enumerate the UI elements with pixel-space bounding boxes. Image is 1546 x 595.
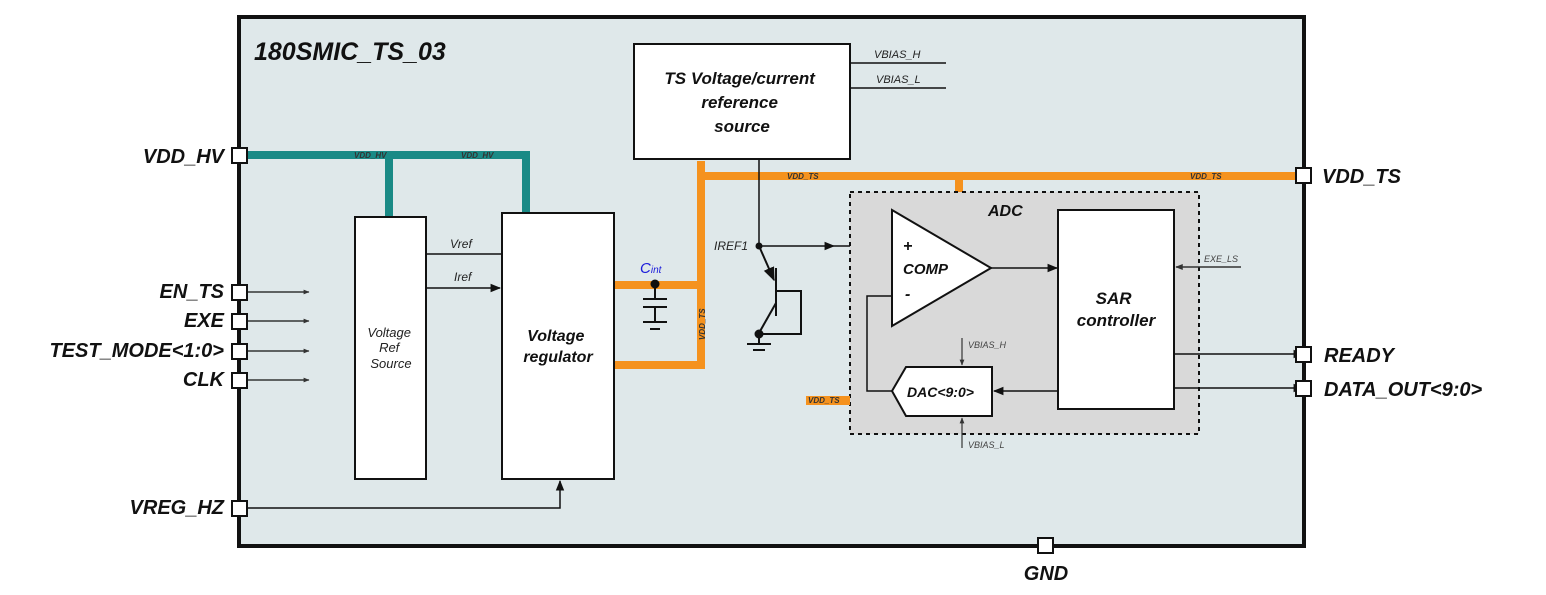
vbias-l-label: VBIAS_L: [876, 74, 921, 86]
sar-controller-label: SAR controller: [1077, 289, 1157, 330]
vbias-h-label: VBIAS_H: [874, 49, 921, 61]
vref-line-1: Voltage: [367, 325, 411, 340]
vref-label: Vref: [450, 237, 473, 251]
pin-vdd-hv[interactable]: [231, 147, 248, 164]
pin-label-clk: CLK: [183, 369, 226, 391]
sar-line-1: SAR: [1096, 289, 1133, 308]
voltage-ref-source-block: [354, 216, 427, 480]
sar-line-2: controller: [1077, 311, 1157, 330]
pin-ready[interactable]: [1295, 346, 1312, 363]
ts-reference-source-label: TS Voltage/current reference source: [664, 69, 819, 136]
vdd-ts-bus-label-2: VDD_TS: [1190, 172, 1222, 181]
pin-vreg-hz[interactable]: [231, 500, 248, 517]
pin-label-test-mode: TEST_MODE<1:0>: [49, 340, 224, 362]
cint-sub: int: [651, 265, 663, 276]
pin-gnd[interactable]: [1037, 537, 1054, 554]
comp-label: COMP: [903, 261, 949, 278]
voltage-ref-source-label: Voltage Ref Source: [367, 325, 414, 371]
dac-vbias-l-label: VBIAS_L: [968, 440, 1005, 450]
dac-to-comp-feedback-wire: [866, 295, 892, 392]
voltage-regulator-label: Voltage regulator: [523, 328, 593, 366]
pin-clk[interactable]: [231, 372, 248, 389]
bipolar-transistor-icon: [747, 245, 802, 351]
pin-vdd-ts[interactable]: [1295, 167, 1312, 184]
dac-vdd-ts-label: VDD_TS: [808, 396, 840, 405]
comp-minus: -: [905, 286, 910, 303]
cint-main: C: [640, 260, 651, 277]
pin-data-out[interactable]: [1295, 380, 1312, 397]
comparator-block: [891, 208, 993, 328]
pin-label-vreg-hz: VREG_HZ: [130, 497, 225, 519]
dac-vbias-h-label: VBIAS_H: [968, 340, 1007, 350]
vref-line-2: Ref: [379, 340, 401, 355]
dac-label: DAC<9:0>: [907, 384, 974, 400]
vref-line-3: Source: [370, 356, 411, 371]
pin-label-en-ts: EN_TS: [160, 281, 225, 303]
voltage-regulator-block: [501, 212, 615, 480]
pin-en-ts[interactable]: [231, 284, 248, 301]
pin-label-vdd-ts: VDD_TS: [1322, 166, 1402, 188]
cint-label: Cint: [640, 260, 663, 277]
ts-ref-line-2: reference: [701, 93, 778, 112]
pin-label-ready: READY: [1324, 345, 1396, 367]
chip-title: 180SMIC_TS_03: [254, 38, 446, 66]
comp-plus: +: [903, 238, 912, 255]
sar-controller-block: [1057, 209, 1175, 410]
pin-test-mode[interactable]: [231, 343, 248, 360]
vdd-hv-bus-label-2: VDD_HV: [461, 151, 494, 160]
pin-label-vdd-hv: VDD_HV: [143, 146, 226, 168]
vdd-hv-bus-label-1: VDD_HV: [354, 151, 387, 160]
vdd-hv-bus: [247, 151, 530, 217]
vdd-ts-bus-label-vertical: VDD_TS: [698, 308, 707, 340]
exe-ls-label: EXE_LS: [1204, 254, 1238, 264]
pin-label-data-out: DATA_OUT<9:0>: [1324, 379, 1483, 401]
pin-label-gnd: GND: [1024, 563, 1068, 585]
pin-exe[interactable]: [231, 313, 248, 330]
ts-ref-line-3: source: [714, 117, 770, 136]
ts-reference-source-block: [633, 43, 851, 160]
vdd-ts-bus-label-1: VDD_TS: [787, 172, 819, 181]
cint-capacitor-icon: [643, 279, 667, 330]
regulator-line-2: regulator: [523, 349, 593, 366]
ts-ref-line-1: TS Voltage/current: [664, 69, 816, 88]
regulator-line-1: Voltage: [527, 328, 584, 345]
vreg-hz-wire: [247, 479, 565, 509]
dac-vdd-ts-tag: [806, 396, 850, 405]
pin-label-exe: EXE: [184, 310, 225, 332]
dac-block: [890, 366, 993, 417]
adc-label: ADC: [987, 203, 1023, 220]
iref-label: Iref: [454, 270, 473, 284]
iref1-label: IREF1: [714, 239, 748, 253]
